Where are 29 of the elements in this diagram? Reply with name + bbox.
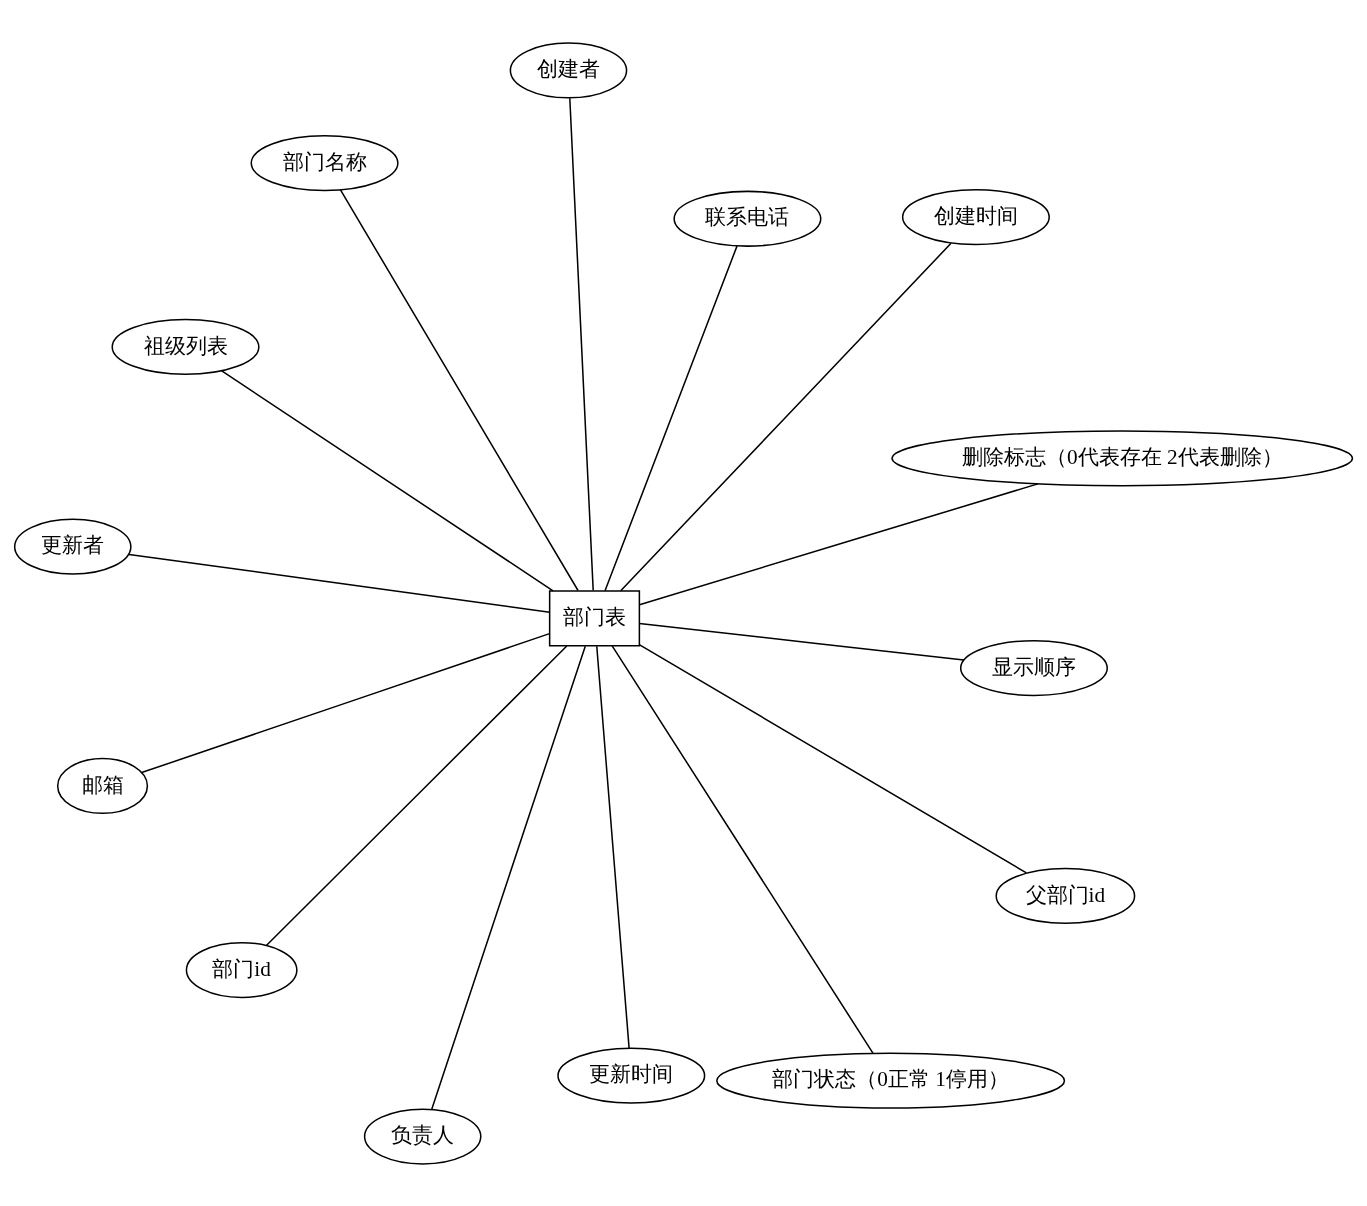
connector [596, 644, 630, 1049]
node-ellipse: 更新时间 [557, 1047, 706, 1104]
connector [221, 369, 554, 592]
node-box: 部门表 [548, 589, 641, 646]
node-ellipse: 祖级列表 [111, 318, 260, 375]
connector [128, 553, 551, 613]
node-ellipse: 负责人 [363, 1107, 482, 1165]
connector [339, 188, 579, 591]
node-ellipse: 删除标志（0代表存在 2代表删除） [891, 429, 1354, 486]
connector [620, 242, 952, 591]
connector [638, 643, 1028, 874]
connector [265, 644, 568, 946]
node-ellipse: 部门名称 [250, 134, 399, 191]
node-ellipse: 创建者 [509, 41, 628, 99]
node-ellipse: 显示顺序 [959, 639, 1108, 696]
connector [638, 622, 965, 661]
node-ellipse: 联系电话 [673, 190, 822, 247]
connector [431, 644, 587, 1110]
node-ellipse: 父部门id [995, 867, 1136, 924]
node-ellipse: 部门状态（0正常 1停用） [716, 1052, 1066, 1109]
connector [611, 644, 874, 1054]
node-ellipse: 邮箱 [56, 757, 149, 814]
node-ellipse: 创建时间 [901, 188, 1050, 245]
node-ellipse: 部门id [185, 941, 298, 998]
node-ellipse: 更新者 [13, 518, 132, 575]
connector [140, 632, 551, 773]
connector [638, 482, 1039, 605]
connector [604, 244, 738, 592]
connector [569, 97, 594, 591]
